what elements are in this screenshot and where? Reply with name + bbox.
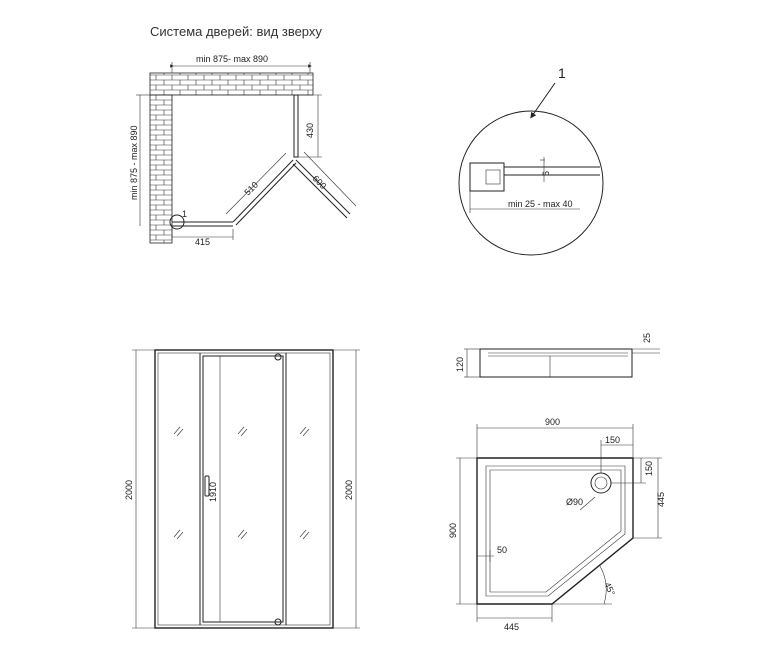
tray-top-view: Ø90 900 150 150 445 900 [448,417,666,632]
dim-120: 120 [455,357,465,372]
drawing-title: Система дверей: вид зверху [150,24,322,39]
dim-445-right: 445 [656,492,666,507]
dim-900-left: 900 [448,523,458,538]
dim-415: 415 [195,237,210,247]
dim-2000-right: 2000 [344,480,354,500]
brick-wall-top [149,72,314,96]
dim-430: 430 [305,123,315,138]
dim-2000-left: 2000 [124,480,134,500]
dim-angle-45: 45° [602,581,617,598]
tray-side-view: 120 25 [455,333,660,378]
dim-150-top: 150 [605,435,620,445]
front-elevation: 2000 1910 2000 [124,349,360,629]
brick-wall-left [149,94,173,244]
dim-height-range: min 875 - max 890 [129,125,139,200]
dim-width-range: min 875- max 890 [196,54,268,64]
dim-150-right: 150 [644,461,654,476]
dim-1910: 1910 [208,482,218,502]
detail-1: 1 6 min 25 - max 40 [458,65,604,256]
dim-25-40: min 25 - max 40 [508,199,573,209]
dim-445-bottom: 445 [504,622,519,632]
detail-callout-number: 1 [558,65,566,81]
plan-callout-1: 1 [182,209,187,219]
dim-6: 6 [541,171,551,176]
plan-view: min 875- max 890 min 875 - max 890 430 4… [129,54,357,247]
dim-diameter-90: Ø90 [566,497,583,507]
dim-50: 50 [497,545,507,555]
dim-900-top: 900 [545,417,560,427]
dim-600: 600 [311,173,329,191]
dim-25: 25 [642,333,652,343]
